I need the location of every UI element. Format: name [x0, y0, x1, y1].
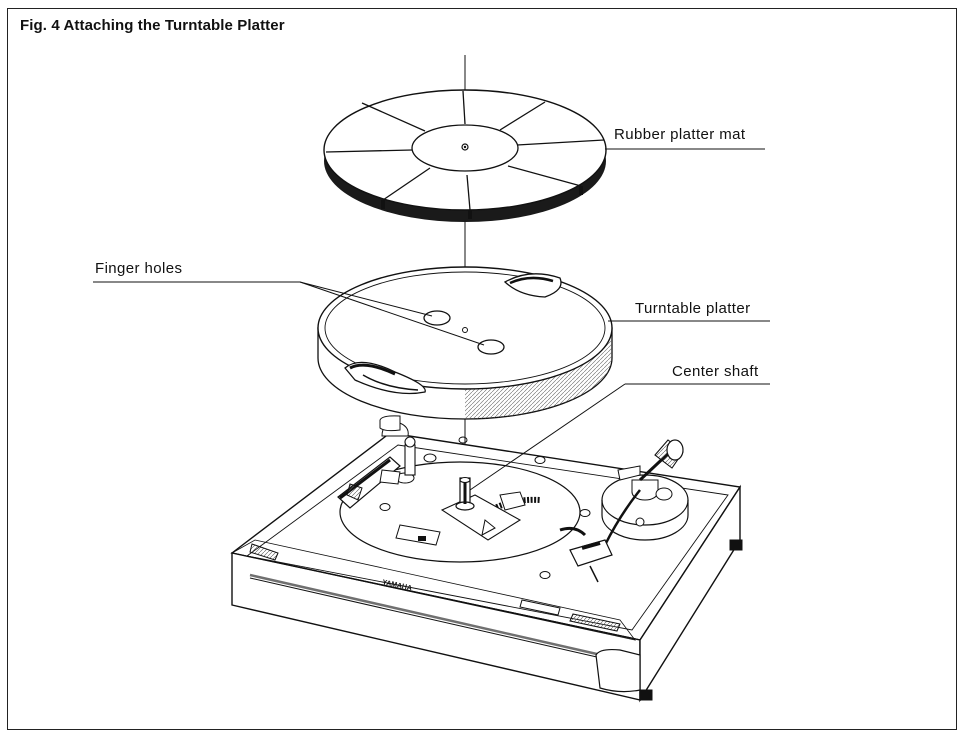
finger-hole: [423, 310, 451, 326]
center-shaft-label: Center shaft: [672, 363, 759, 380]
platter-spindle-hole: [462, 327, 468, 333]
shaft-leader-line: [469, 383, 626, 491]
turntable-platter: [317, 266, 613, 420]
rubber-platter-mat-label: Rubber platter mat: [614, 126, 746, 143]
foot: [379, 415, 401, 432]
speed-selector-control: [337, 436, 416, 509]
center-shaft: [455, 476, 475, 511]
rubber-platter-mat: [323, 89, 607, 222]
finger-holes-label: Finger holes: [95, 260, 183, 277]
finger-holes-leader-line: [93, 281, 485, 346]
figure-frame: [7, 8, 957, 730]
finger-hole: [477, 339, 505, 355]
turntable-platter-label: Turntable platter: [635, 300, 751, 317]
figure-title: Fig. 4 Attaching the Turntable Platter: [20, 17, 285, 34]
tonearm-assembly: [569, 439, 689, 583]
